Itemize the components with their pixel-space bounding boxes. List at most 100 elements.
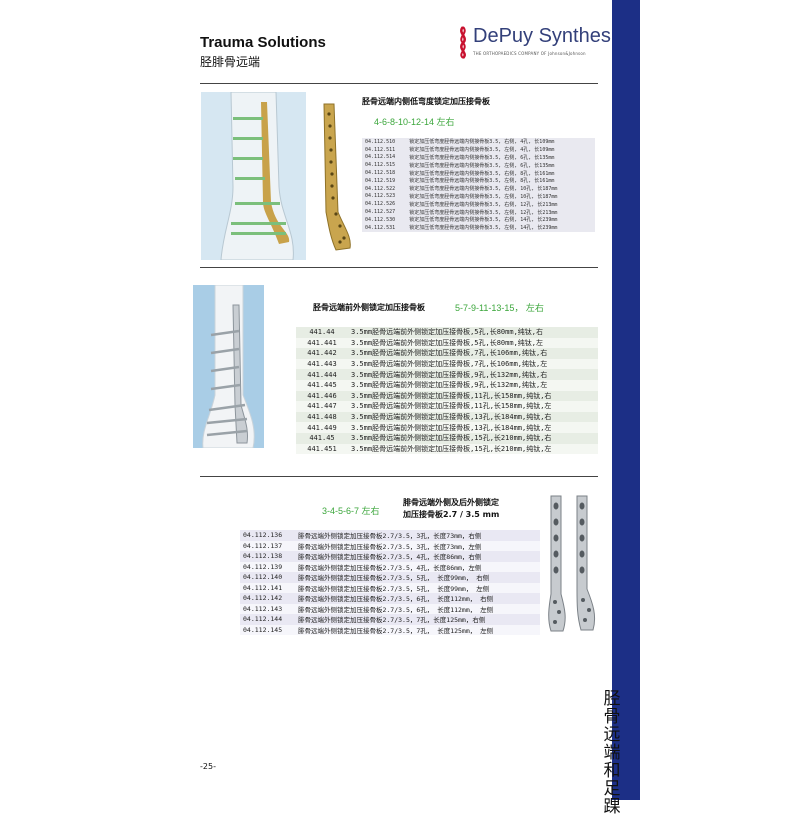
item-description: 3.5mm胫骨远端前外侧锁定加压接骨板,5孔,长80mm,纯钛,左 [348, 337, 598, 349]
item-description: 腓骨远端外侧锁定加压接骨板2.7/3.5，7孔，长度125mm，右侧 [294, 614, 540, 625]
item-code: 04.112.523 [365, 193, 396, 200]
item-description: 锁定加压低弯度胫骨远端内侧接骨板3.5, 左侧, 6孔, 长135mm [409, 162, 555, 169]
item-description: 锁定加压低弯度胫骨远端内侧接骨板3.5, 右侧, 10孔, 长187mm [409, 186, 558, 193]
fibula-plates-photo [548, 495, 596, 632]
section-3-title: 腓骨远端外侧及后外侧锁定 [403, 498, 499, 507]
item-description: 3.5mm胫骨远端前外侧锁定加压接骨板,7孔,长106mm,纯钛,右 [348, 348, 598, 359]
section-divider-2 [200, 476, 598, 477]
item-description: 3.5mm胫骨远端前外侧锁定加压接骨板,13孔,长184mm,纯钛,左 [348, 422, 598, 433]
header-divider [200, 83, 598, 84]
item-code: 04.112.519 [365, 177, 396, 184]
item-code: 04.112.515 [365, 162, 396, 169]
item-code: 04.112.514 [365, 154, 396, 161]
section-3-sizes: 3-4-5-6-7 左右 [322, 506, 380, 516]
item-code: 04.112.530 [365, 216, 396, 223]
side-section-label: 胫骨远端和足踝 [603, 689, 621, 817]
item-code: 04.112.145 [240, 624, 295, 635]
item-description: 3.5mm胫骨远端前外侧锁定加压接骨板,15孔,长210mm,纯钛,右 [348, 432, 598, 444]
item-code: 04.112.531 [365, 224, 396, 231]
page-number: -25- [200, 762, 216, 771]
section-2-title: 胫骨远端前外侧锁定加压接骨板 [313, 303, 425, 312]
brand-logo: DePuy Synthes THE ORTHOPAEDICS COMPANY O… [455, 25, 611, 65]
item-description: 3.5mm胫骨远端前外侧锁定加压接骨板,5孔,长80mm,纯钛,右 [348, 327, 598, 338]
item-description: 腓骨远端外侧锁定加压接骨板2.7/3.5，7孔， 长度125mm， 左侧 [294, 624, 540, 635]
item-code: 441.443 [296, 358, 348, 370]
item-description: 3.5mm胫骨远端前外侧锁定加压接骨板,9孔,长132mm,纯钛,左 [348, 379, 598, 391]
section-1-sizes: 4-6-8-10-12-14 左右 [374, 117, 455, 127]
item-description: 锁定加压低弯度胫骨远端内侧接骨板3.5, 右侧, 4孔, 长109mm [409, 139, 555, 146]
item-description: 腓骨远端外侧锁定加压接骨板2.7/3.5，4孔，长度86mm，右侧 [294, 551, 540, 562]
item-description: 腓骨远端外侧锁定加压接骨板2.7/3.5，6孔， 长度112mm， 右侧 [294, 593, 540, 604]
item-code: 04.112.136 [240, 530, 295, 541]
item-code: 441.449 [296, 422, 348, 433]
item-description: 腓骨远端外侧锁定加压接骨板2.7/3.5，3孔，长度73mm，左侧 [294, 540, 540, 551]
tibia-medial-plate-illustration [201, 92, 306, 260]
item-code: 04.112.142 [240, 593, 295, 604]
item-description: 锁定加压低弯度胫骨远端内侧接骨板3.5, 左侧, 4孔, 长109mm [409, 147, 555, 154]
table-row: 04.112.510 锁定加压低弯度胫骨远端内侧接骨板3.5, 右侧, 4孔, 长… [362, 138, 595, 146]
item-code: 04.112.518 [365, 170, 396, 177]
section-1-title: 胫骨远端内侧低弯度锁定加压接骨板 [362, 97, 490, 106]
ribbon-icon [460, 26, 466, 59]
logo-tagline: THE ORTHOPAEDICS COMPANY OF Johnson&John… [473, 51, 586, 56]
table-row: 04.112.519 锁定加压低弯度胫骨远端内侧接骨板3.5, 左侧, 8孔, 长… [362, 177, 595, 185]
item-description: 3.5mm胫骨远端前外侧锁定加压接骨板,15孔,长210mm,纯钛,左 [348, 443, 598, 455]
table-row: 04.112.531 锁定加压低弯度胫骨远端内侧接骨板3.5, 左侧, 14孔, … [362, 224, 595, 232]
item-code: 441.447 [296, 401, 348, 412]
item-description: 3.5mm胫骨远端前外侧锁定加压接骨板,7孔,长106mm,纯钛,左 [348, 358, 598, 370]
section-3-title-line2: 加压接骨板2.7 / 3.5 mm [403, 510, 500, 519]
item-code: 04.112.526 [365, 201, 396, 208]
side-color-bar [612, 0, 640, 800]
table-row: 04.112.514 锁定加压低弯度胫骨远端内侧接骨板3.5, 右侧, 6孔, 长… [362, 154, 595, 162]
item-description: 腓骨远端外侧锁定加压接骨板2.7/3.5，5孔， 长度99mm， 左侧 [294, 582, 540, 593]
item-code: 441.446 [296, 390, 348, 402]
item-description: 锁定加压低弯度胫骨远端内侧接骨板3.5, 左侧, 8孔, 长161mm [409, 178, 555, 185]
item-description: 腓骨远端外侧锁定加压接骨板2.7/3.5，3孔，长度73mm，右侧 [294, 530, 540, 541]
item-description: 锁定加压低弯度胫骨远端内侧接骨板3.5, 右侧, 12孔, 长213mm [409, 201, 558, 208]
item-code: 441.451 [296, 443, 348, 455]
item-code: 04.112.510 [365, 138, 396, 145]
item-description: 3.5mm胫骨远端前外侧锁定加压接骨板,9孔,长132mm,纯钛,右 [348, 369, 598, 380]
item-code: 04.112.527 [365, 209, 396, 216]
item-description: 锁定加压低弯度胫骨远端内侧接骨板3.5, 左侧, 14孔, 长239mm [409, 225, 558, 232]
item-code: 441.444 [296, 369, 348, 380]
table-row: 04.112.515 锁定加压低弯度胫骨远端内侧接骨板3.5, 左侧, 6孔, 长… [362, 161, 595, 169]
item-description: 3.5mm胫骨远端前外侧锁定加压接骨板,13孔,长184mm,纯钛,右 [348, 411, 598, 423]
item-description: 锁定加压低弯度胫骨远端内侧接骨板3.5, 右侧, 6孔, 长135mm [409, 154, 555, 161]
item-description: 3.5mm胫骨远端前外侧锁定加压接骨板,11孔,长158mm,纯钛,右 [348, 390, 598, 402]
medial-plate-photo [323, 103, 351, 251]
item-code: 04.112.137 [240, 540, 295, 551]
item-code: 04.112.141 [240, 582, 295, 593]
page-subtitle: 胫腓骨远端 [200, 55, 261, 69]
section-2-sizes: 5-7-9-11-13-15， 左右 [455, 303, 544, 313]
tibia-anterolateral-plate-illustration [193, 285, 264, 448]
item-code: 441.445 [296, 379, 348, 391]
item-code: 04.112.139 [240, 561, 295, 572]
item-code: 04.112.138 [240, 551, 295, 562]
table-row: 04.112.526 锁定加压低弯度胫骨远端内侧接骨板3.5, 右侧, 12孔, … [362, 200, 595, 208]
